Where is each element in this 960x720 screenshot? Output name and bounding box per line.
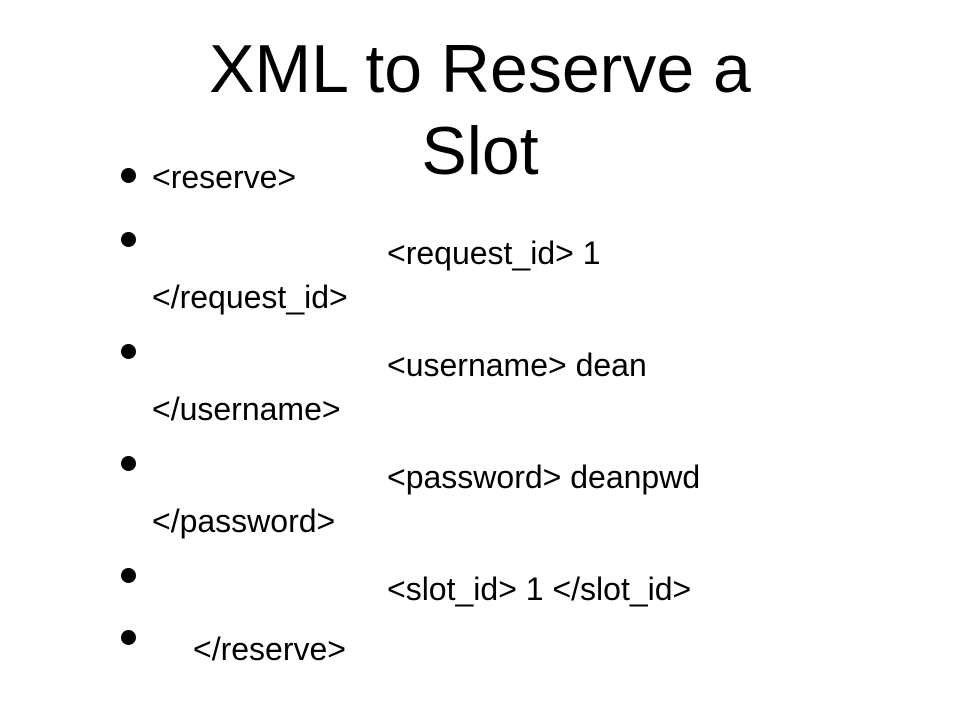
bullet-text-continuation: </username> [152, 391, 341, 427]
slide-title: XML to Reserve a Slot [140, 28, 820, 192]
bullet-text: <password> deanpwd [387, 459, 701, 495]
bullet-text: <request_id> 1 [387, 235, 601, 271]
bullet-text: <username> dean [387, 347, 647, 383]
bullet-text: <slot_id> 1 </slot_id> [387, 571, 692, 607]
bullet-text-continuation: </request_id> [152, 279, 348, 315]
bullet-dot [121, 168, 136, 183]
bullet-dot [121, 456, 136, 471]
slide-title-line-1: XML to Reserve a [209, 31, 751, 107]
bullet-dot [121, 630, 136, 645]
bullet-dot [121, 232, 136, 247]
bullet-text-continuation: </password> [152, 503, 336, 539]
bullet-text: <reserve> [152, 159, 297, 195]
slide-title-line-2: Slot [421, 113, 539, 189]
bullet-dot [121, 344, 136, 359]
bullet-text: </reserve> [193, 631, 346, 667]
bullet-dot [121, 568, 136, 583]
